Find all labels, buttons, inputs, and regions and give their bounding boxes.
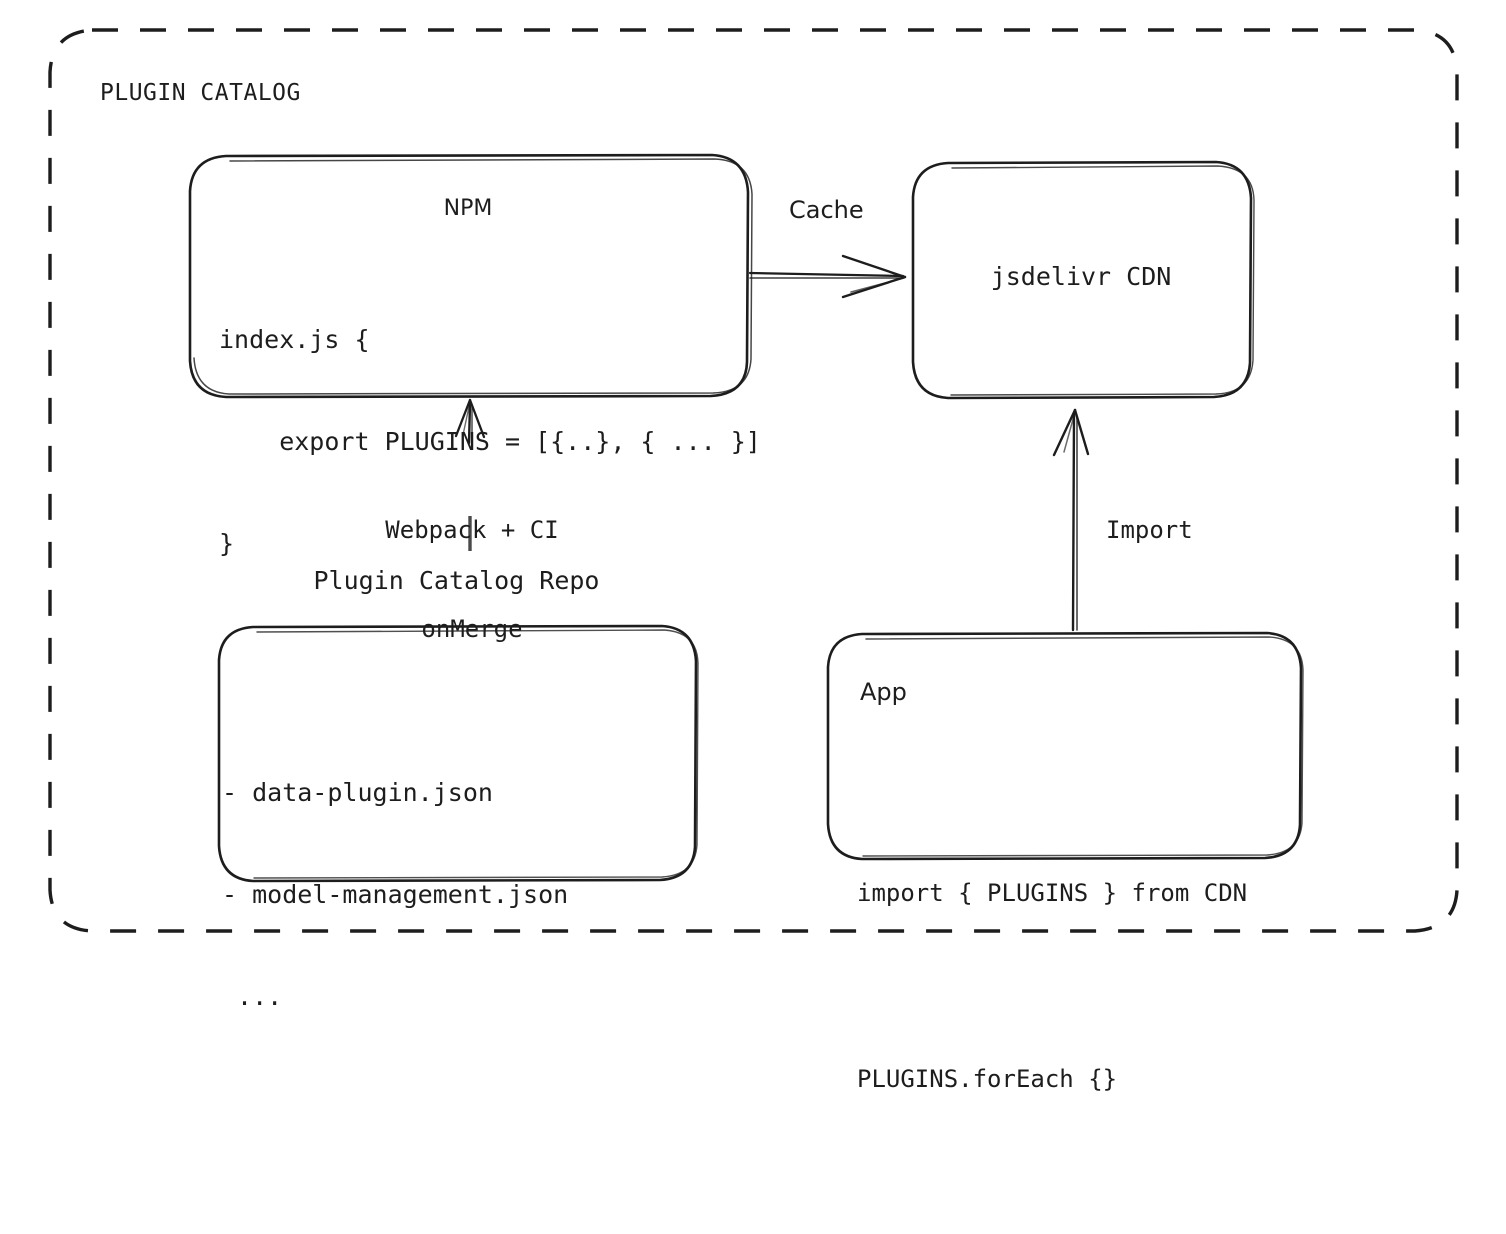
app-code-block: import { PLUGINS } from CDN PLUGINS.forE…	[857, 738, 1247, 1234]
cdn-box-title: jsdelivr CDN	[990, 262, 1172, 291]
edge-label-webpack-ci-line-1: Webpack + CI	[385, 516, 559, 544]
repo-list-item: ...	[222, 982, 283, 1011]
edge-app-to-cdn	[1052, 408, 1090, 632]
edge-label-cache: Cache	[789, 196, 864, 224]
app-box[interactable]	[826, 631, 1304, 861]
plugin-catalog-container	[48, 28, 1459, 933]
app-code-line-2: PLUGINS.forEach {}	[857, 1065, 1118, 1093]
npm-code-block: index.js { export PLUGINS = [{..}, { ...…	[219, 255, 761, 629]
npm-box-title: NPM	[443, 196, 493, 221]
app-code-line-1: import { PLUGINS } from CDN	[857, 879, 1248, 907]
repo-file-list: - data-plugin.json - model-management.js…	[222, 708, 568, 1082]
app-box-title: App	[860, 678, 907, 706]
repo-box-caption: Plugin Catalog Repo	[313, 566, 600, 595]
npm-code-line-1: index.js {	[219, 325, 370, 354]
npm-code-line-2: export PLUGINS = [{..}, { ... }]	[219, 427, 761, 456]
plugin-catalog-title: PLUGIN CATALOG	[100, 80, 301, 106]
cdn-box[interactable]	[911, 160, 1255, 400]
repo-box[interactable]	[217, 624, 699, 883]
edge-npm-to-cdn	[748, 254, 907, 299]
npm-box[interactable]	[188, 153, 753, 399]
diagram-strokes	[48, 28, 1459, 933]
edge-label-webpack-ci-line-2: onMerge	[421, 615, 523, 643]
npm-code-line-3: }	[219, 529, 235, 558]
edge-label-import: Import	[1106, 516, 1193, 544]
repo-list-item: - model-management.json	[222, 880, 569, 909]
diagram-canvas: PLUGIN CATALOG NPM index.js { export PLU…	[48, 28, 1459, 1093]
edge-label-webpack-ci: Webpack + CI onMerge	[336, 448, 608, 712]
repo-list-item: - data-plugin.json	[222, 778, 493, 807]
edge-repo-to-npm	[454, 398, 486, 551]
